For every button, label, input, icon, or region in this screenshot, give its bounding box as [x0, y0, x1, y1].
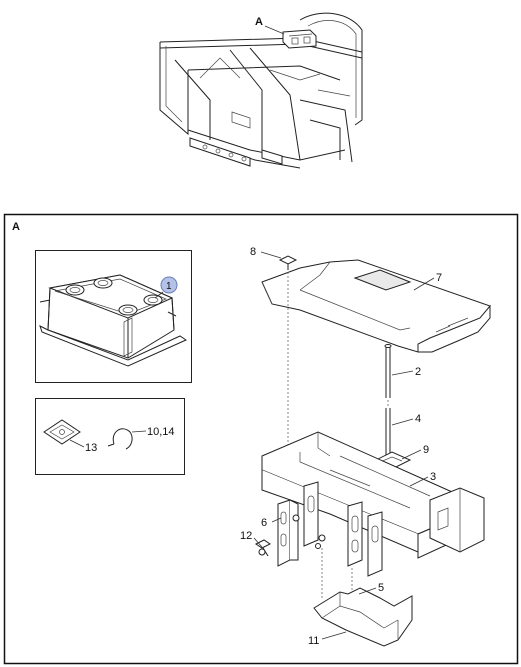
leader-12	[253, 537, 263, 548]
inset-parts-drawing	[43, 419, 147, 450]
callout-2: 2	[415, 366, 421, 378]
leader-9	[401, 449, 422, 460]
overview-callout-a: A	[255, 16, 263, 28]
inset-unit-drawing	[39, 274, 188, 367]
callout-5: 5	[378, 582, 384, 594]
leader-5	[358, 587, 377, 595]
callout-4: 4	[415, 413, 421, 425]
callout-3: 3	[430, 471, 436, 483]
callout-10-14: 10,14	[147, 426, 175, 438]
item-badge-1-label: 1	[166, 281, 172, 292]
leader-4	[391, 418, 414, 426]
leader-2	[391, 370, 414, 376]
callout-6: 6	[261, 517, 267, 529]
detail-view-letter: A	[12, 221, 20, 233]
overview-chassis-drawing	[159, 12, 363, 169]
leader-11	[321, 631, 347, 640]
leader-7	[413, 277, 435, 291]
callout-11: 11	[308, 635, 319, 647]
callout-13: 13	[85, 442, 97, 454]
leader-3	[409, 476, 429, 487]
callout-9: 9	[423, 444, 429, 456]
callout-7: 7	[436, 272, 442, 284]
callout-8: 8	[250, 246, 256, 258]
item-badge-1	[160, 276, 178, 294]
callout-12: 12	[240, 530, 252, 542]
leader-8	[260, 251, 282, 259]
leader-6	[271, 517, 282, 523]
exploded-assembly-drawing	[255, 255, 491, 647]
detail-view-frame	[3, 213, 519, 665]
